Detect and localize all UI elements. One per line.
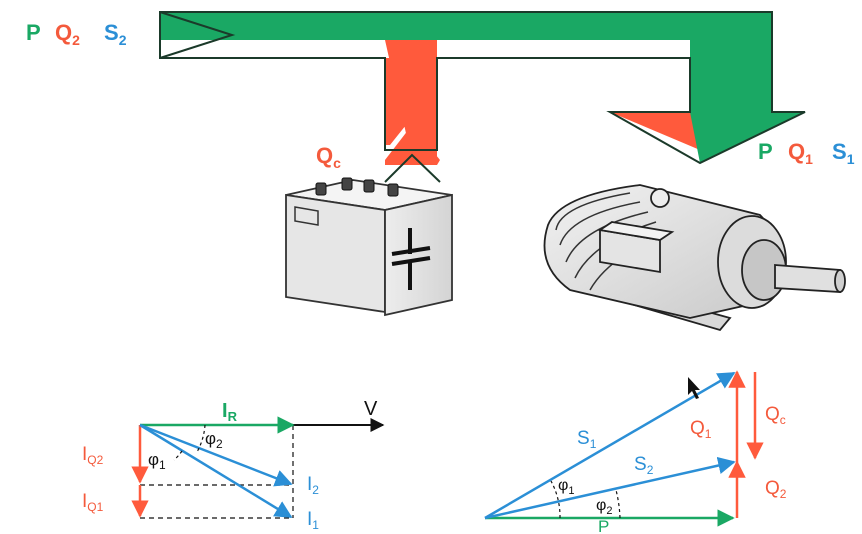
s2-label: S2 (634, 454, 654, 477)
v-label: V (364, 398, 378, 420)
s1-label: S1 (577, 428, 597, 451)
i2-arrow (139, 423, 293, 487)
source-q-label: Q2 (55, 20, 80, 48)
source-label: P Q2 S2 (26, 20, 127, 48)
current-phasor-diagram: IR V φ2 φ1 IQ2 IQ1 I2 I1 (82, 398, 385, 532)
i2-label: I2 (307, 474, 319, 497)
reactive-branch-head (385, 125, 440, 165)
electric-motor-icon (543, 184, 846, 332)
capacitor-q-label: Qc (316, 143, 341, 171)
i1-arrow (139, 423, 293, 519)
qc-label: Qc (765, 404, 786, 427)
source-p-label: P (26, 20, 41, 45)
flow-outline (159, 11, 806, 165)
p-label: P (598, 517, 609, 534)
capacitor-feed-arrow (385, 58, 437, 145)
cd-phi1-label: φ1 (148, 450, 166, 472)
capacitor-bank-icon (285, 177, 453, 317)
load-p-label: P (758, 139, 773, 164)
power-triangle-diagram: S1 S2 Q1 Qc Q2 φ1 φ2 P (484, 370, 787, 534)
load-s-label: S1 (832, 139, 855, 167)
power-flow-arrows (159, 11, 806, 183)
phi1-arc (173, 450, 183, 461)
pt-phi1-label: φ1 (558, 477, 575, 497)
active-flow-green (160, 12, 805, 163)
pt-phi1-arc (550, 480, 561, 519)
source-s-label: S2 (104, 20, 127, 48)
load-q-label: Q1 (788, 139, 813, 167)
pt-phi2-arc (615, 489, 621, 519)
i1-label: I1 (307, 509, 319, 532)
q2-label: Q2 (765, 478, 787, 501)
pt-phi2-label: φ2 (596, 497, 613, 517)
s1-arrow (484, 371, 736, 520)
q1-label: Q1 (690, 418, 712, 441)
source-notch (159, 11, 236, 59)
phi2-arc (196, 424, 206, 453)
iq1-label: IQ1 (82, 491, 104, 514)
ir-label: IR (222, 400, 238, 424)
cd-phi2-label: φ2 (205, 429, 223, 451)
s2-arrow (484, 456, 736, 520)
capacitor-symbol-icon (391, 228, 431, 290)
load-label: P Q1 S1 (758, 139, 855, 167)
iq2-label: IQ2 (82, 444, 104, 467)
capacitor-arrow-head (384, 153, 441, 183)
cursor-icon (688, 377, 700, 399)
